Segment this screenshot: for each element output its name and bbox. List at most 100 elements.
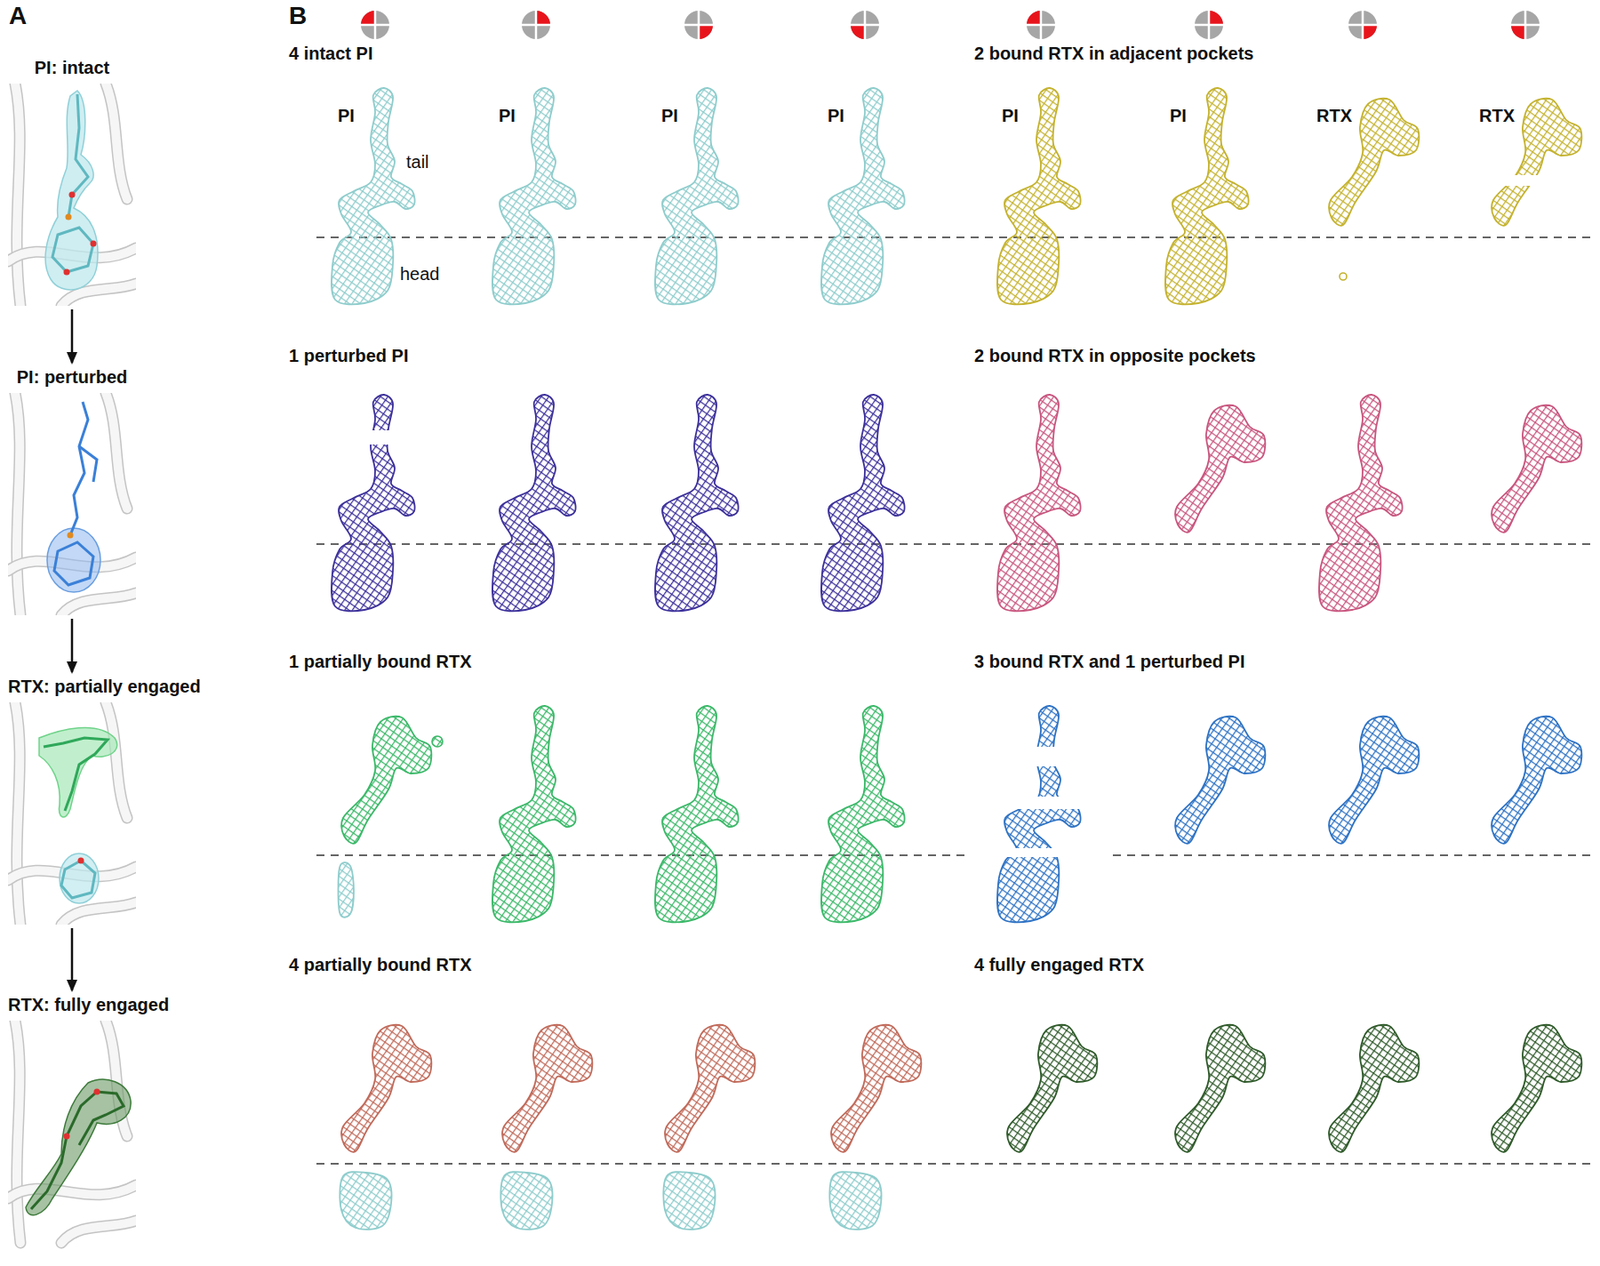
pocket-icon: [684, 10, 713, 40]
density-mesh: [502, 1024, 592, 1152]
density-mesh: [1165, 88, 1249, 304]
density-map: [1175, 716, 1265, 844]
dashed-line: [316, 1162, 1592, 1165]
density-label: PI: [827, 104, 845, 127]
panel-title: RTX: partially engaged: [8, 675, 202, 697]
density-map: [997, 88, 1081, 304]
row-title: 4 fully engaged RTX: [974, 953, 1144, 976]
icon-disc: [684, 10, 713, 40]
density-map: [339, 1024, 432, 1230]
helix-ribbon: [15, 1020, 21, 1243]
pocket-icon: [1348, 10, 1377, 40]
density-mesh: [829, 1171, 881, 1230]
ligand-sticks: [43, 737, 108, 811]
density-mesh: [1491, 1024, 1582, 1152]
density-mesh: [341, 716, 432, 844]
density-mesh: [655, 88, 739, 304]
density-mesh: [492, 88, 576, 304]
helix-ribbon: [105, 392, 128, 509]
icon-quadrant: [850, 24, 865, 40]
helix-ribbon: [105, 83, 128, 200]
icon-cross: [1194, 10, 1224, 40]
icon-quadrant: [536, 10, 551, 25]
density-mesh: [338, 862, 355, 918]
density-label: PI: [661, 104, 679, 127]
density-mesh: [341, 1024, 432, 1152]
oxygen-atom: [64, 269, 71, 276]
oxygen-atom: [69, 192, 76, 199]
density-map: [1175, 405, 1265, 533]
density-map: [338, 716, 444, 918]
density-map: [969, 705, 1112, 922]
helix-ribbon: [61, 1220, 136, 1243]
icon-cross: [1348, 10, 1377, 40]
density-mesh: [997, 394, 1081, 611]
density-map: [492, 88, 576, 304]
pocket-icon: [1511, 10, 1540, 40]
helix-ribbon: [105, 702, 128, 818]
density-mesh: [997, 705, 1081, 922]
density-map: [1319, 394, 1403, 611]
density-mesh: [492, 394, 576, 611]
helix-ribbon: [15, 392, 21, 616]
ligand-density: [59, 853, 99, 904]
density-map: [663, 1024, 755, 1230]
icon-disc: [850, 10, 880, 40]
icon-quadrant: [1511, 24, 1526, 40]
density-label: PI: [337, 104, 355, 127]
structure-image: [8, 392, 136, 616]
density-mesh: [821, 394, 905, 611]
pocket-icon: [850, 10, 880, 40]
pocket-icon: [521, 10, 551, 40]
icon-disc: [360, 10, 390, 40]
icon-disc: [1194, 10, 1224, 40]
density-map: [1491, 716, 1582, 844]
density-map: [1328, 716, 1419, 844]
density-map: [492, 705, 576, 922]
panel-letter: A: [8, 1, 27, 31]
density-mesh: [339, 1171, 392, 1230]
density-map: [1491, 405, 1582, 533]
density-map: [655, 394, 739, 611]
density-map: [821, 705, 905, 922]
helix-ribbon: [15, 702, 21, 925]
structure-panel: PI: perturbed: [8, 366, 136, 616]
density-mesh: [500, 1171, 552, 1230]
helix-ribbon: [61, 902, 136, 925]
helix-ribbon: [105, 83, 128, 200]
row-title: 3 bound RTX and 1 perturbed PI: [974, 650, 1245, 672]
structure-panel: RTX: partially engaged: [8, 675, 203, 925]
oxygen-atom: [78, 857, 85, 864]
ligand-density: [45, 90, 98, 290]
density-gap: [304, 430, 447, 445]
oxygen-atom: [64, 1133, 71, 1140]
panel-title: PI: intact: [34, 56, 112, 79]
icon-cross: [360, 10, 390, 40]
oxygen-atom: [90, 240, 97, 248]
density-map: [500, 1024, 592, 1230]
density-mesh: [1007, 1024, 1097, 1152]
ligand-sticks: [70, 401, 88, 536]
density-mesh: [1175, 1024, 1265, 1152]
density-map: [1175, 1024, 1265, 1152]
density-speck: [432, 736, 443, 747]
density-label: PI: [1169, 104, 1187, 127]
density-gap: [969, 746, 1112, 767]
panel-letter: B: [288, 1, 307, 31]
helix-ribbon: [61, 902, 136, 925]
density-mesh: [663, 1171, 715, 1230]
density-mesh: [1491, 405, 1582, 533]
row-title: 4 partially bound RTX: [288, 953, 472, 976]
density-mesh: [997, 88, 1081, 304]
density-mesh: [664, 1024, 755, 1152]
helix-ribbon: [61, 1220, 136, 1243]
ligand-sticks: [68, 94, 88, 217]
icon-cross: [1026, 10, 1056, 40]
density-map: [304, 394, 447, 611]
density-gap: [969, 796, 1112, 809]
part-label: tail: [406, 151, 430, 173]
icon-cross: [1511, 10, 1540, 40]
density-label: PI: [498, 104, 516, 127]
